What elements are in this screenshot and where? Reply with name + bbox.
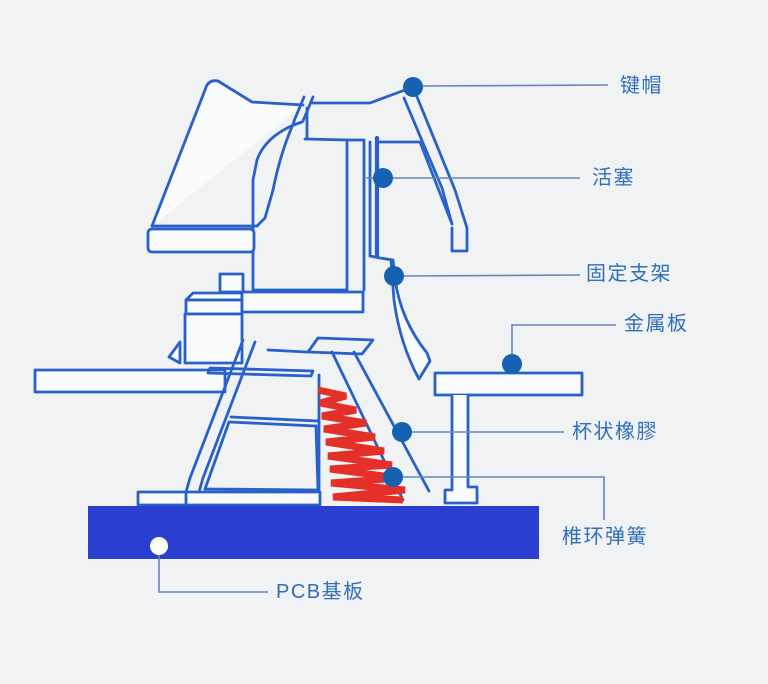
label-cup-rubber: 杯状橡膠 — [572, 421, 658, 443]
plate-support-post — [443, 393, 479, 505]
leader-metal-plate — [511, 324, 616, 358]
callout-dot-bracket — [384, 266, 404, 286]
keycap-outline — [146, 79, 469, 254]
metal-plate-left — [33, 368, 227, 394]
callout-dot-cone-spring — [383, 467, 403, 487]
leader-bracket — [403, 274, 581, 277]
leader-pcb — [158, 552, 268, 593]
label-metal-plate: 金属板 — [624, 313, 689, 335]
label-bracket: 固定支架 — [586, 263, 672, 285]
switch-base-bar — [136, 490, 322, 507]
callout-dot-pcb — [150, 537, 168, 555]
label-pcb: PCB基板 — [276, 581, 365, 603]
callout-dot-piston — [373, 168, 393, 188]
callout-dot-cup-rubber — [392, 422, 412, 442]
barrel-upper-block — [218, 272, 245, 294]
callout-dot-metal-plate — [502, 354, 522, 374]
fixed-bracket-hook — [368, 254, 432, 381]
cone-ring-spring — [317, 386, 406, 504]
barrel-body — [183, 312, 244, 365]
label-keycap: 键帽 — [620, 75, 663, 97]
barrel-flange — [184, 298, 244, 316]
label-cone-spring: 椎环弹簧 — [562, 526, 648, 548]
leader-keycap — [422, 84, 609, 87]
label-piston: 活塞 — [592, 167, 635, 189]
metal-plate-right — [433, 371, 584, 397]
leader-cone-spring — [403, 476, 605, 520]
callout-dot-keycap — [403, 77, 423, 97]
barrel-left-tab — [167, 340, 182, 365]
